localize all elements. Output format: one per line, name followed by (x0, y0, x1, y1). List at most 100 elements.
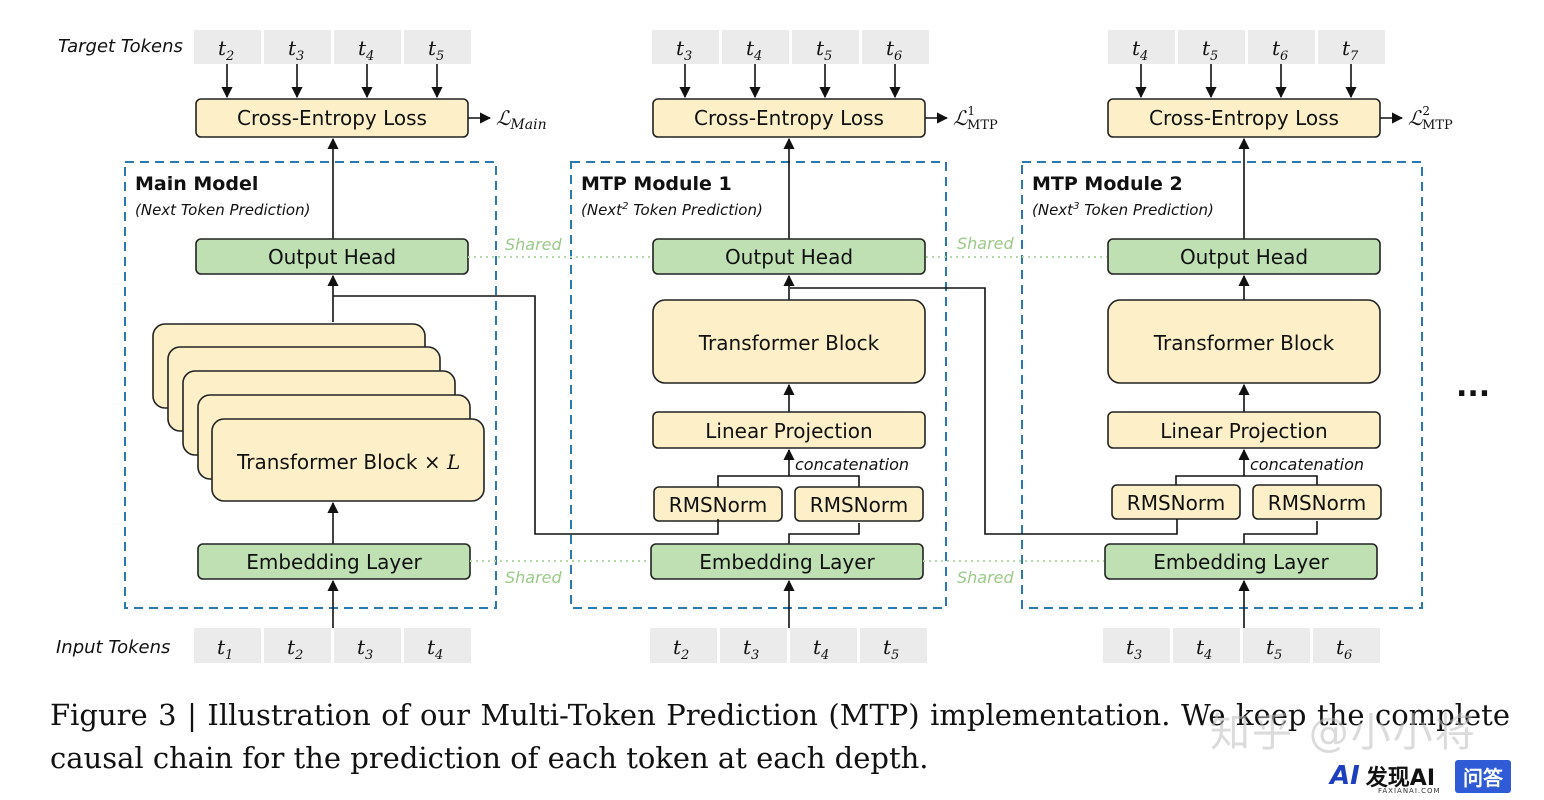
hidden-state-links (333, 287, 1178, 535)
linear-projection-label: Linear Projection (1160, 419, 1327, 443)
concatenation-label: concatenation (1250, 455, 1364, 474)
rmsnorm-box (1111, 484, 1241, 520)
input-token: t2 (673, 635, 689, 663)
linear-projection-box (1107, 411, 1381, 449)
input-token-box (194, 628, 261, 663)
input-token-box (720, 628, 787, 663)
transformer-block-L-label: Transformer Block × L (236, 450, 460, 474)
module-title: MTP Module 2 (1032, 173, 1183, 195)
target-token-box (194, 30, 261, 64)
target-token: t4 (358, 36, 374, 64)
module-subtitle: (Next Token Prediction) (135, 201, 310, 219)
target-token: t3 (676, 36, 692, 64)
target-tokens-label: Target Tokens (58, 36, 183, 57)
target-token-box (1178, 30, 1245, 64)
input-token: t5 (883, 635, 899, 663)
faxianai-watermark: AI 发现AI FAXIANAI.COM 问答 (1330, 758, 1512, 795)
output-head-box (1107, 238, 1381, 275)
rmsnorm-label: RMSNorm (1127, 491, 1225, 515)
target-token: t2 (218, 36, 234, 64)
input-token: t3 (1126, 635, 1142, 663)
target-token: t4 (746, 36, 762, 64)
output-head-box (652, 238, 926, 275)
rmsnorm-box (794, 486, 924, 522)
figure-caption: Figure 3 | Illustration of our Multi-Tok… (50, 698, 1510, 775)
output-head-label: Output Head (725, 245, 853, 269)
module-border (124, 161, 497, 609)
module-2: MTP Module 1 (Next2 Token Prediction) t3 t4… (570, 30, 998, 663)
module-subtitle: (Next2 Token Prediction) (581, 201, 763, 219)
input-token-box (404, 628, 471, 663)
module-subtitle: (Next3 Token Prediction) (1032, 201, 1214, 219)
shared-label-bottom-1: Shared (505, 568, 563, 587)
transformer-block-box (1107, 299, 1381, 384)
target-token: t5 (428, 36, 444, 64)
mtp-diagram: Target Tokens Input Tokens Main Model(Ne… (56, 30, 1490, 663)
cross-entropy-label: Cross-Entropy Loss (1149, 106, 1339, 130)
target-token: t5 (816, 36, 832, 64)
input-token: t3 (357, 635, 373, 663)
rmsnorm-label: RMSNorm (669, 493, 767, 517)
input-token-box (860, 628, 927, 663)
module-border (570, 161, 947, 609)
transformer-block-label: Transformer Block (698, 331, 880, 355)
qa-badge: 问答 (1455, 759, 1512, 793)
target-token: t6 (1272, 36, 1288, 64)
target-token-box (1248, 30, 1315, 64)
transformer-block-label: Transformer Block (1153, 331, 1335, 355)
input-token-box (1173, 628, 1240, 663)
linear-projection-box (652, 411, 926, 449)
output-head-label: Output Head (268, 245, 396, 269)
target-token-box (722, 30, 789, 64)
shared-label-top-2: Shared (957, 234, 1015, 253)
input-token: t5 (1266, 635, 1282, 663)
target-token: t5 (1202, 36, 1218, 64)
output-head-label: Output Head (1180, 245, 1308, 269)
target-token: t6 (886, 36, 902, 64)
target-token-box (862, 30, 929, 64)
target-token: t3 (288, 36, 304, 64)
loss-label: ℒMain (496, 106, 547, 133)
input-token: t3 (743, 635, 759, 663)
cross-entropy-label: Cross-Entropy Loss (237, 106, 427, 130)
target-token-box (792, 30, 859, 64)
target-token-box (404, 30, 471, 64)
embedding-layer-label: Embedding Layer (699, 550, 875, 574)
embedding-layer-label: Embedding Layer (1153, 550, 1329, 574)
linear-projection-label: Linear Projection (705, 419, 872, 443)
target-token: t7 (1342, 36, 1359, 64)
concatenation-label: concatenation (795, 455, 909, 474)
embedding-layer-box (1104, 543, 1378, 580)
embedding-layer-label: Embedding Layer (246, 550, 422, 574)
transformer-block-box (652, 299, 926, 384)
module-title: Main Model (135, 173, 258, 195)
module-3: MTP Module 2 (Next3 Token Prediction) t4 t5… (1021, 30, 1453, 663)
input-token-box (264, 628, 331, 663)
input-token: t2 (287, 635, 303, 663)
cross-entropy-label: Cross-Entropy Loss (694, 106, 884, 130)
target-token-box (334, 30, 401, 64)
target-token-box (1108, 30, 1175, 64)
input-token: t4 (813, 635, 829, 663)
input-token-box (790, 628, 857, 663)
input-token-box (650, 628, 717, 663)
transformer-stack: Transformer Block × L (152, 323, 485, 502)
shared-label-top-1: Shared (505, 235, 563, 254)
module-1: Main Model (Next Token Prediction) t2 t3 t4 t… (124, 30, 547, 663)
rmsnorm-box (1252, 484, 1382, 520)
ellipsis: ... (1456, 369, 1490, 404)
target-token-box (652, 30, 719, 64)
target-token: t4 (1132, 36, 1148, 64)
faxianai-logo-icon: AI (1330, 761, 1360, 791)
input-token-box (1103, 628, 1170, 663)
module-title: MTP Module 1 (581, 173, 732, 195)
shared-links (468, 256, 1107, 562)
faxianai-domain: FAXIANAI.COM (1378, 787, 1441, 795)
input-token: t4 (427, 635, 443, 663)
shared-label-bottom-2: Shared (957, 568, 1015, 587)
zhihu-watermark: 知乎 @小小将 (1210, 710, 1477, 756)
input-token-box (1313, 628, 1380, 663)
input-token-box (334, 628, 401, 663)
